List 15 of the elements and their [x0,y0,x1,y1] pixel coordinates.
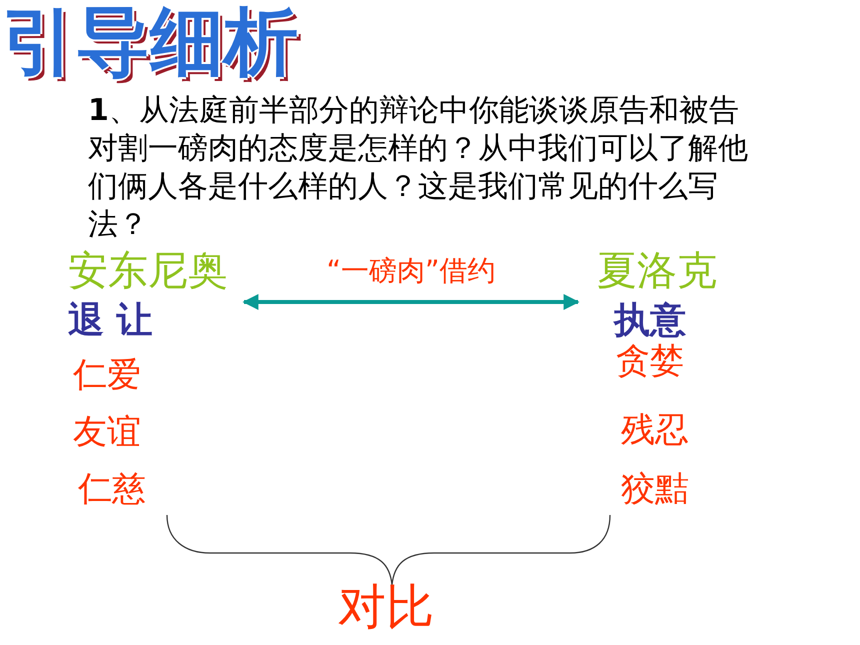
character-name: 安东尼奥 [68,248,228,294]
question-text: 1、从法庭前半部分的辩论中你能谈谈原告和被告对割一磅肉的态度是怎样的？从中我们可以了解他们俩人各是什么样的人？这是我们常见的什么写法？ [88,92,749,244]
trait-word: 狡黠 [621,470,689,510]
trait-word: 仁爱 [73,356,141,396]
character-name: 夏洛克 [597,248,717,294]
conclusion-text: 对比 [338,580,434,636]
trait-word: 友谊 [73,413,141,452]
double-arrow [242,294,580,310]
trait-word: 仁慈 [78,470,146,510]
trait-word: 贪婪 [616,342,684,382]
title: 引导细析 [2,0,298,86]
trait-heading: 退 让 [68,300,153,342]
trait-word: 残忍 [621,411,689,450]
trait-heading: 执意 [614,300,686,342]
edge-label: “一磅肉”借约 [325,255,496,288]
